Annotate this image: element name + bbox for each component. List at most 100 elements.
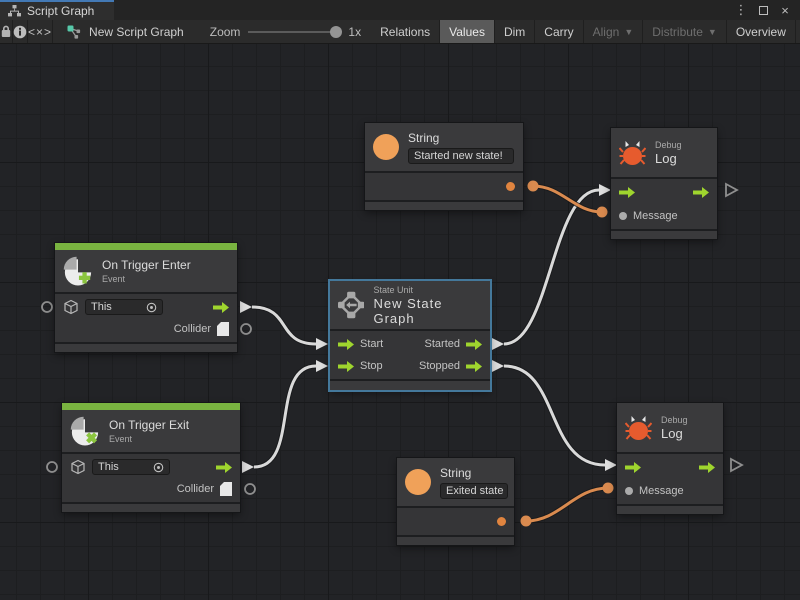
target-object-field[interactable]: This [85, 299, 163, 315]
event-add-icon [63, 256, 92, 286]
wire-cap [242, 461, 254, 473]
port-label: Collider [176, 483, 214, 495]
distribute-button[interactable]: Distribute▼ [643, 20, 727, 43]
graph-toolbar: <×> New Script Graph Zoom 1x Relations V… [0, 20, 800, 44]
window-maximize-icon[interactable] [754, 1, 772, 19]
port-flow-in-icon[interactable] [619, 187, 635, 198]
port-flow-out-icon[interactable] [693, 187, 709, 198]
node-title: Log [661, 426, 683, 441]
port-collider-exit[interactable] [244, 483, 256, 495]
port-stopped-icon[interactable] [466, 360, 482, 372]
tab-label: Script Graph [27, 4, 95, 18]
wire-string-to-message-bottom[interactable] [525, 486, 609, 523]
node-title: String [408, 130, 440, 145]
wire-layer [41, 180, 744, 527]
dim-button[interactable]: Dim [495, 20, 536, 43]
wire-cap [492, 338, 504, 350]
port-label: Start [360, 338, 384, 350]
node-debug-log-top[interactable]: Debug Log Message [611, 128, 717, 239]
gameobject-cube-icon [64, 299, 78, 315]
port-flow-in-icon[interactable] [625, 462, 641, 473]
node-debug-log-bottom[interactable]: Debug Log Message [617, 403, 723, 514]
bug-icon [625, 415, 652, 440]
code-preview-button[interactable]: <×> [28, 20, 54, 43]
bug-icon [619, 140, 646, 165]
wire-string-to-message-top[interactable] [532, 184, 603, 214]
port-message-input[interactable] [625, 486, 633, 495]
node-title: String [440, 465, 472, 480]
node-on-trigger-exit[interactable]: On Trigger Exit Event This Collider [62, 403, 240, 512]
event-accent-bar [55, 243, 237, 250]
overview-button[interactable]: Overview [727, 20, 796, 43]
port-label: Collider [173, 323, 211, 335]
port-target-enter[interactable] [41, 301, 53, 313]
node-string-top[interactable]: String Started new state! [365, 123, 523, 210]
wire-dot [596, 206, 608, 218]
event-remove-icon [70, 416, 99, 446]
zoom-slider-handle[interactable] [330, 25, 343, 38]
string-value-input[interactable]: Started new state! [408, 147, 514, 164]
wire-started-to-log[interactable] [503, 188, 600, 346]
window-close-icon[interactable]: × [781, 2, 789, 18]
wire-stopped-to-log[interactable] [503, 364, 606, 467]
wire-arrowhead [599, 184, 611, 196]
state-unit-icon [338, 291, 365, 319]
port-start-icon[interactable] [338, 338, 354, 350]
wire-dot [527, 180, 539, 192]
carry-button[interactable]: Carry [535, 20, 584, 43]
port-flow-out-icon[interactable] [213, 301, 229, 313]
port-flow-out-icon[interactable] [216, 461, 232, 473]
wire-arrowhead [316, 338, 328, 350]
zoom-label: Zoom [209, 24, 241, 39]
port-flow-out-icon[interactable] [699, 462, 715, 473]
node-subtitle: Debug [661, 415, 688, 425]
string-literal-icon [373, 134, 399, 160]
port-stop-icon[interactable] [338, 360, 354, 372]
node-state-unit[interactable]: State Unit New State Graph Start Started… [330, 281, 490, 390]
lock-button[interactable] [0, 20, 13, 43]
window-menu-icon[interactable]: ⋮ [734, 2, 748, 17]
node-title: Log [655, 151, 677, 166]
port-target-exit[interactable] [46, 461, 58, 473]
port-collider-enter[interactable] [240, 323, 252, 335]
port-string-output[interactable] [497, 517, 506, 526]
wire-enter-to-start[interactable] [251, 305, 317, 346]
port-started-icon[interactable] [466, 338, 482, 350]
object-picker-icon[interactable] [153, 462, 164, 473]
wire-dot [520, 515, 532, 527]
node-string-bottom[interactable]: String Exited state [397, 458, 514, 545]
graph-canvas[interactable]: String Started new state! Debug Log [0, 44, 800, 600]
info-button[interactable] [13, 20, 28, 43]
graph-hierarchy-icon [8, 5, 21, 17]
script-graph-icon [67, 25, 81, 39]
port-message-input[interactable] [619, 211, 627, 220]
zoom-control: Zoom 1x [194, 20, 371, 43]
port-flow-out-log-bottom[interactable] [730, 457, 744, 473]
tab-script-graph[interactable]: Script Graph [0, 0, 114, 20]
event-accent-bar [62, 403, 240, 410]
zoom-value: 1x [348, 24, 362, 39]
relations-button[interactable]: Relations [371, 20, 441, 43]
align-button[interactable]: Align▼ [584, 20, 644, 43]
graph-breadcrumb[interactable]: New Script Graph [53, 20, 194, 43]
node-on-trigger-enter[interactable]: On Trigger Enter Event This Collider [55, 243, 237, 352]
chevron-down-icon: ▼ [707, 26, 717, 37]
port-flow-out-log-top[interactable] [725, 182, 739, 198]
collider-value-icon[interactable] [217, 322, 229, 336]
wire-exit-to-stop[interactable] [253, 364, 317, 469]
port-label: Message [639, 484, 684, 497]
collider-value-icon[interactable] [220, 482, 232, 496]
wire-cap [240, 301, 252, 313]
string-value-input[interactable]: Exited state [440, 482, 508, 499]
port-label: Stop [360, 360, 383, 372]
node-title: On Trigger Enter [102, 257, 191, 272]
port-label: Message [633, 209, 678, 222]
wire-arrowhead [316, 360, 328, 372]
zoom-slider[interactable] [248, 25, 343, 38]
values-button[interactable]: Values [440, 20, 495, 43]
target-object-field[interactable]: This [92, 459, 170, 475]
string-literal-icon [405, 469, 431, 495]
fullscreen-button[interactable]: Full Scr [796, 20, 800, 43]
port-string-output[interactable] [506, 182, 515, 191]
object-picker-icon[interactable] [146, 302, 157, 313]
